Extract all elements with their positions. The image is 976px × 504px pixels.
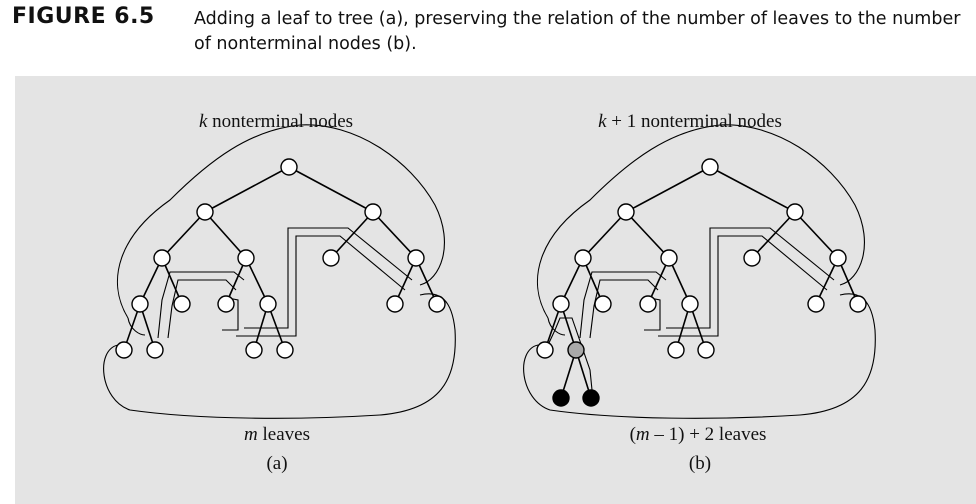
new-leaf-node [582, 389, 600, 407]
tree-node [217, 295, 235, 313]
edge [625, 166, 711, 213]
tree-node [322, 249, 340, 267]
tree-node [594, 295, 612, 313]
channel-a-5 [244, 227, 413, 329]
edge [330, 211, 374, 259]
channel-b-1 [579, 271, 667, 339]
edge [582, 211, 627, 259]
tree-node [829, 249, 847, 267]
bottom-label-b: (m – 1) + 2 leaves [630, 424, 767, 445]
tree-node [153, 249, 171, 267]
diagram-a: k nonterminal nodes m leaves (a) [103, 111, 456, 474]
top-label-b: k + 1 nonterminal nodes [598, 111, 782, 132]
tree-node [428, 295, 446, 313]
channel-a-1 [157, 271, 245, 339]
tree-node [237, 249, 255, 267]
tree-node [280, 158, 298, 176]
nodes-a [115, 158, 446, 359]
edge [204, 166, 290, 213]
edge [794, 211, 839, 259]
edge [204, 211, 247, 259]
channel-b-4 [658, 235, 828, 337]
figure-caption: Adding a leaf to tree (a), preserving th… [194, 7, 972, 57]
new-internal-node [567, 341, 585, 359]
channel-b-2 [589, 279, 659, 339]
edges-b [544, 166, 859, 399]
tree-node [660, 249, 678, 267]
figure-label: FIGURE 6.5 [12, 4, 155, 29]
tree-node [743, 249, 761, 267]
tree-node [617, 203, 635, 221]
tree-node [245, 341, 263, 359]
leaves-boundary-b [523, 293, 876, 419]
edge [288, 166, 374, 213]
tree-node [115, 341, 133, 359]
panel-label-b: (b) [689, 453, 711, 474]
channel-a-4 [236, 235, 406, 337]
nonterminal-boundary-a-inner [127, 317, 146, 336]
edge [372, 211, 417, 259]
bottom-label-a: m leaves [244, 424, 310, 445]
tree-node [667, 341, 685, 359]
tree-node [697, 341, 715, 359]
tree-node [276, 341, 294, 359]
tree-node [386, 295, 404, 313]
edges-a [123, 166, 438, 351]
edge [751, 211, 796, 259]
tree-node [146, 341, 164, 359]
nonterminal-boundary-b-inner [547, 317, 566, 336]
tree-node [639, 295, 657, 313]
tree-node [701, 158, 719, 176]
tree-node [536, 341, 554, 359]
tree-node [786, 203, 804, 221]
nodes-b [536, 158, 867, 407]
tree-node [173, 295, 191, 313]
channel-b-5 [666, 227, 835, 329]
panel-label-a: (a) [266, 453, 287, 474]
nonterminal-boundary-a [116, 124, 445, 319]
tree-node [849, 295, 867, 313]
tree-node [681, 295, 699, 313]
nonterminal-boundary-b [536, 124, 865, 319]
edge [161, 211, 206, 259]
tree-node [574, 249, 592, 267]
caption-line-2: of nonterminal nodes (b). [194, 34, 417, 54]
tree-node [131, 295, 149, 313]
tree-node [259, 295, 277, 313]
edge [709, 166, 796, 213]
tree-node [807, 295, 825, 313]
edge [625, 211, 670, 259]
tree-node [552, 295, 570, 313]
new-leaf-node [552, 389, 570, 407]
channel-a-2 [167, 279, 237, 339]
caption-line-1: Adding a leaf to tree (a), preserving th… [194, 9, 961, 29]
tree-node [407, 249, 425, 267]
diagram-b: k + 1 nonterminal nodes (m – 1) + 2 leav… [523, 111, 876, 474]
top-label-a: k nonterminal nodes [199, 111, 353, 132]
tree-node [364, 203, 382, 221]
leaves-boundary-a [103, 293, 456, 419]
tree-node [196, 203, 214, 221]
